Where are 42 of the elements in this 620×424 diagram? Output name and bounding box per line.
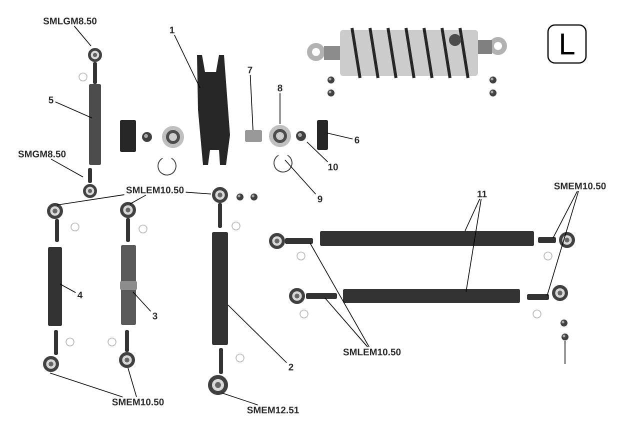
leader-line <box>546 190 579 296</box>
leader-line <box>326 132 354 140</box>
part-label: 11 <box>478 190 487 198</box>
leader-line <box>284 160 316 195</box>
part-label: 5 <box>48 96 54 104</box>
part-label: 10 <box>328 164 338 170</box>
leader-line <box>464 198 480 232</box>
leader-line <box>60 284 76 294</box>
leader-line <box>174 34 200 88</box>
part-label: 2 <box>288 364 294 370</box>
part-label: 3 <box>152 312 158 320</box>
leader-line <box>250 74 254 130</box>
part-label: SMEM12.51 <box>247 406 299 414</box>
leader-line <box>228 304 288 364</box>
part-label: 6 <box>354 136 360 144</box>
leader-line <box>132 292 152 312</box>
part-label: 7 <box>248 66 252 74</box>
leader-line <box>130 194 146 204</box>
part-label: SMLGM8.50 <box>43 18 97 24</box>
leader-line <box>222 392 258 406</box>
leader-line <box>310 242 370 348</box>
leader-line <box>50 372 124 398</box>
leader-line <box>324 298 368 348</box>
leader-line <box>54 102 92 118</box>
letter-box: L <box>547 24 587 64</box>
leader-line <box>466 198 482 292</box>
leader-line <box>56 194 125 206</box>
part-label: SMLEM10.50 <box>126 186 184 194</box>
part-label: SMEM10.50 <box>554 182 606 190</box>
part-label: 4 <box>78 292 83 298</box>
part-label: SMLEM10.50 <box>343 348 401 356</box>
part-label: SMEM10.50 <box>112 398 164 406</box>
leader-line <box>185 192 212 194</box>
part-label: 9 <box>318 196 322 202</box>
part-label: 1 <box>170 26 174 34</box>
leader-line <box>74 26 92 46</box>
part-label: 8 <box>278 84 282 92</box>
leader-line <box>552 190 578 238</box>
leader-line <box>50 158 84 178</box>
part-label: SMGM8.50 <box>18 150 66 158</box>
leader-line <box>306 142 328 162</box>
leader-line <box>128 368 137 398</box>
